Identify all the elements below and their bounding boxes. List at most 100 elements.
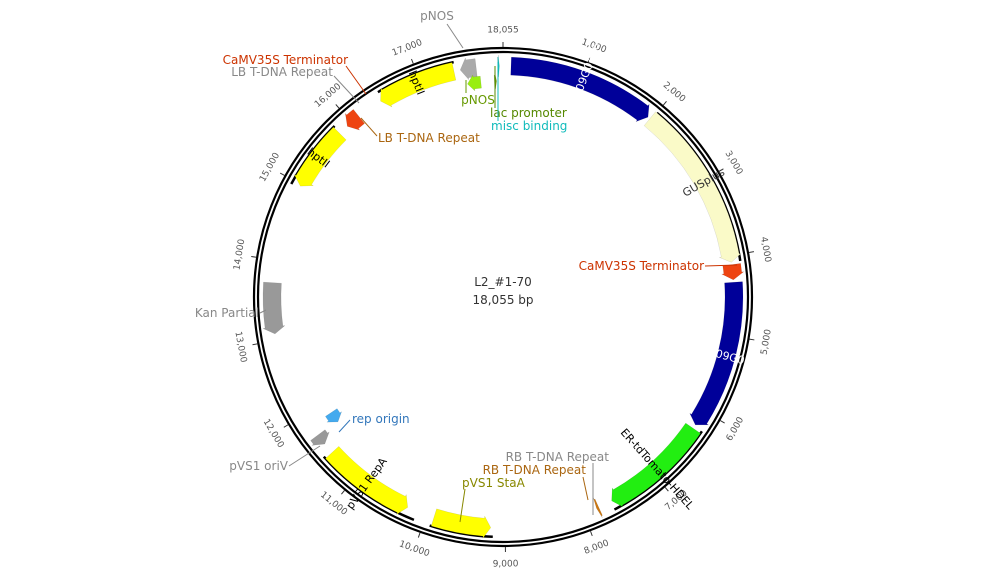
feature-arrow[interactable] xyxy=(430,508,492,540)
label-misc-binding[interactable]: misc binding xyxy=(491,62,567,133)
inner-ring xyxy=(256,50,750,544)
tick-mark xyxy=(283,424,289,428)
tick-mark xyxy=(587,57,591,63)
label-text[interactable]: pNOS xyxy=(420,9,454,23)
feature-camv35s-terminator[interactable] xyxy=(344,109,365,131)
tick-label: 9,000 xyxy=(493,559,519,569)
feature-arrow[interactable] xyxy=(380,62,457,108)
label-camv35s-terminator[interactable]: CaMV35S Terminator xyxy=(223,53,367,95)
tick-mark xyxy=(279,172,285,176)
label-camv35s-terminator[interactable]: CaMV35S Terminator xyxy=(579,259,738,273)
feature-camv35s-terminator[interactable] xyxy=(720,263,745,281)
feature-arrow[interactable] xyxy=(310,429,330,446)
label-text[interactable]: LB T-DNA Repeat xyxy=(378,131,480,145)
tick-mark xyxy=(590,531,593,537)
feature-pnos[interactable] xyxy=(467,74,482,92)
feature-arrow[interactable] xyxy=(467,74,482,92)
tick-label: 10,000 xyxy=(398,539,431,559)
feature-hptii[interactable]: hptII xyxy=(380,62,457,108)
tick-mark xyxy=(664,486,669,492)
label-pvs1-staa[interactable]: pVS1 StaA xyxy=(459,476,526,523)
label-lb-t-dna-repeat[interactable]: LB T-DNA Repeat xyxy=(231,65,360,104)
plasmid-name: L2_#1-70 xyxy=(474,275,532,289)
label-rb-t-dna-repeat[interactable]: RB T-DNA Repeat xyxy=(506,450,610,515)
feature-arrow[interactable] xyxy=(643,111,742,263)
feature-arrow[interactable] xyxy=(593,497,603,518)
leader-line xyxy=(446,23,464,49)
feature-arrow[interactable] xyxy=(325,408,343,423)
label-text[interactable]: pVS1 oriV xyxy=(229,459,289,473)
label-text[interactable]: CaMV35S Terminator xyxy=(579,259,704,273)
leader-line xyxy=(338,419,351,433)
leader-line xyxy=(345,65,367,95)
feature-arrow[interactable] xyxy=(262,281,286,335)
feature-arrow[interactable] xyxy=(510,56,650,123)
tick-mark xyxy=(417,532,421,538)
tick-label: 3,000 xyxy=(723,149,745,177)
leader-line xyxy=(459,488,466,523)
label-text[interactable]: CaMV35S Terminator xyxy=(223,53,348,67)
feature-pvs1-oriv[interactable] xyxy=(310,429,330,446)
feature-pvs1-staa[interactable] xyxy=(430,508,492,540)
outer-ring xyxy=(252,46,754,548)
tick-mark xyxy=(718,168,724,172)
label-rb-t-dna-repeat[interactable]: RB T-DNA Repeat xyxy=(483,463,589,501)
plasmid-length: 18,055 bp xyxy=(472,293,533,307)
leader-line xyxy=(360,117,378,137)
tick-mark xyxy=(748,251,755,254)
leader-line xyxy=(259,309,267,314)
feature-er-tdtomato-hdel[interactable]: ER-tdTomato-HDEL xyxy=(611,422,701,513)
feature-rb-t-dna-repeat[interactable] xyxy=(593,497,603,518)
label-text[interactable]: Kan Partial xyxy=(195,306,259,320)
feature-arrow[interactable] xyxy=(325,446,408,516)
tick-label: 6,000 xyxy=(725,415,747,443)
tick-label: 8,000 xyxy=(583,538,611,556)
tick-label: 18,055 xyxy=(487,26,519,36)
label-text[interactable]: pNOS xyxy=(461,93,495,107)
tick-mark xyxy=(662,100,667,106)
label-text[interactable]: RB T-DNA Repeat xyxy=(506,450,610,464)
tick-label: 4,000 xyxy=(758,236,772,263)
label-text[interactable]: lac promoter xyxy=(490,106,567,120)
feature-arrow[interactable] xyxy=(344,109,365,131)
tick-label: 14,000 xyxy=(232,238,247,271)
tick-label: 2,000 xyxy=(661,80,687,104)
feature-arrow[interactable] xyxy=(720,263,745,281)
leader-line xyxy=(288,445,321,467)
label-text[interactable]: pVS1 StaA xyxy=(462,476,526,490)
tick-mark xyxy=(335,104,340,109)
label-text[interactable]: misc binding xyxy=(491,119,567,133)
feature-arrow[interactable] xyxy=(459,57,478,81)
leader-line xyxy=(704,264,738,267)
feature-kan-partial[interactable] xyxy=(262,281,286,335)
leader-line xyxy=(582,476,589,501)
tick-label: 17,000 xyxy=(391,38,424,59)
tick-mark xyxy=(340,490,345,495)
label-pvs1-oriv[interactable]: pVS1 oriV xyxy=(229,445,321,473)
tick-label: 15,000 xyxy=(258,151,282,184)
label-pnos[interactable]: pNOS xyxy=(420,9,464,49)
feature-arrow[interactable] xyxy=(611,422,701,508)
label-text[interactable]: rep origin xyxy=(352,412,410,426)
tick-label: 16,000 xyxy=(313,82,344,110)
tick-mark xyxy=(749,338,755,341)
label-text[interactable]: LB T-DNA Repeat xyxy=(231,65,333,79)
tick-mark xyxy=(251,255,257,258)
label-kan-partial[interactable]: Kan Partial xyxy=(195,306,267,320)
tick-label: 13,000 xyxy=(232,331,248,364)
tick-mark xyxy=(252,343,258,346)
feature-arrow[interactable] xyxy=(689,281,744,426)
label-text[interactable]: RB T-DNA Repeat xyxy=(483,463,587,477)
label-rep-origin[interactable]: rep origin xyxy=(338,412,410,433)
label-lac-promoter[interactable]: lac promoter xyxy=(490,66,567,120)
feature-arrow[interactable] xyxy=(293,126,347,187)
tick-label: 5,000 xyxy=(760,328,774,355)
label-lb-t-dna-repeat[interactable]: LB T-DNA Repeat xyxy=(360,117,480,145)
label-pnos[interactable]: pNOS xyxy=(461,80,495,107)
feature-pnos[interactable] xyxy=(459,57,478,81)
feature-rep-origin[interactable] xyxy=(325,408,343,423)
tick-mark xyxy=(720,420,725,424)
tick-label: 12,000 xyxy=(261,418,286,450)
